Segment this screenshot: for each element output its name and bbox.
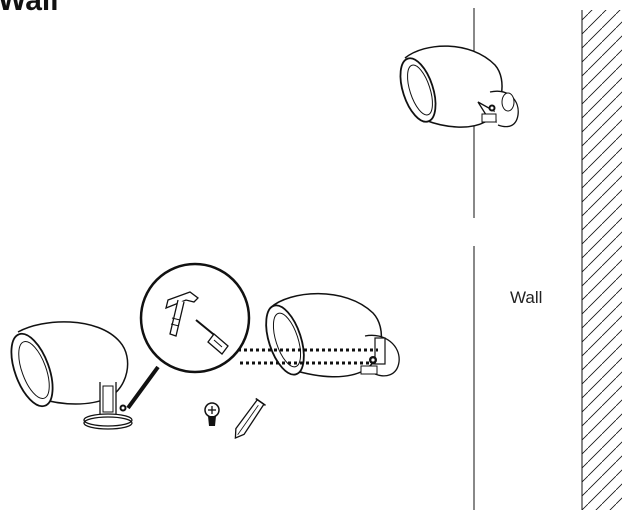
speaker-loose	[10, 321, 133, 430]
hammer-icon	[165, 291, 199, 337]
wall-label: Wall	[510, 288, 543, 307]
screwdriver-icon	[195, 319, 229, 355]
speaker-mounting-middle	[265, 292, 400, 378]
wall-anchor-icon	[234, 397, 266, 440]
page-title: Wall	[0, 0, 59, 17]
screw-icon	[204, 402, 220, 426]
speaker-mounted-top	[399, 45, 519, 128]
wall-hatch	[581, 10, 622, 510]
tools-callout	[139, 262, 251, 374]
callout-line	[126, 365, 160, 410]
